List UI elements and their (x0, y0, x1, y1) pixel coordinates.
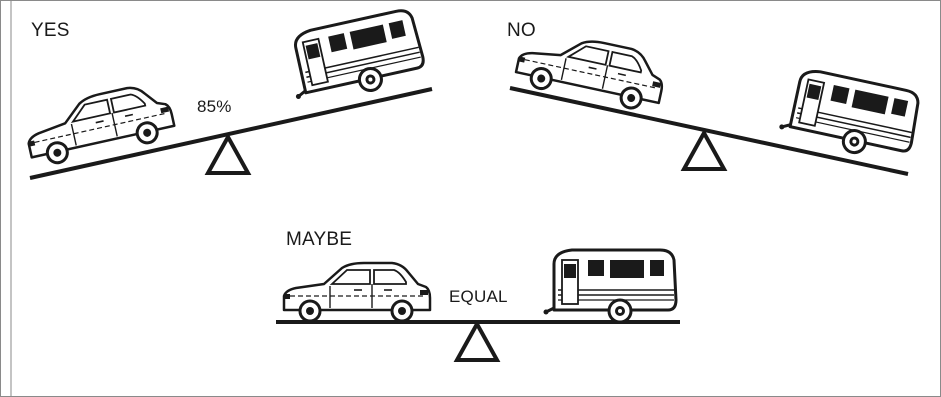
travel-trailer-icon (544, 250, 677, 322)
travel-trailer-icon (283, 8, 428, 107)
car-icon (514, 26, 669, 114)
maybe-label: MAYBE (286, 229, 352, 251)
yes-percentage-note: 85% (197, 97, 232, 117)
yes-label: YES (31, 20, 70, 42)
fulcrum-icon (457, 324, 497, 360)
no-scenario (510, 26, 922, 174)
fulcrum-icon (208, 137, 248, 173)
fulcrum-icon (684, 133, 724, 169)
car-icon (284, 263, 430, 321)
yes-scenario (22, 8, 432, 178)
maybe-equal-note: EQUAL (449, 287, 508, 307)
no-label: NO (507, 20, 536, 42)
car-icon (22, 80, 177, 168)
